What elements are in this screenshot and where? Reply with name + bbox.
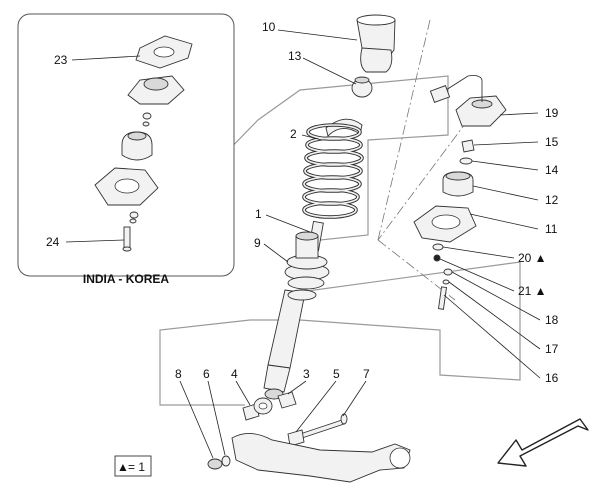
washer-6 — [221, 455, 231, 467]
callout-15: 15 — [545, 135, 559, 149]
callout-21: 21 ▲ — [518, 284, 547, 298]
lead-5 — [295, 380, 337, 433]
lower-eye — [253, 397, 273, 415]
inset-upper-mount — [127, 75, 185, 105]
callout-17: 17 — [545, 342, 559, 356]
inset-nut — [142, 112, 152, 127]
callout-9: 9 — [254, 236, 261, 250]
callout-20: 20 ▲ — [518, 251, 547, 265]
lead-8 — [179, 380, 214, 459]
lead-18 — [451, 271, 541, 321]
axis-line-main — [377, 19, 431, 241]
callout-3: 3 — [303, 367, 310, 381]
bushing-5 — [287, 429, 305, 447]
callout-10: 10 — [262, 20, 276, 34]
lead-23 — [71, 55, 141, 61]
callout-11: 11 — [545, 222, 558, 236]
callout-23: 23 — [54, 53, 68, 67]
callout-8: 8 — [175, 367, 182, 381]
o-ring — [432, 243, 444, 251]
clip — [433, 254, 441, 262]
callout-4: 4 — [231, 367, 238, 381]
inset-washer — [129, 211, 139, 224]
legend-box — [114, 455, 152, 477]
rubber-bump-stop — [442, 171, 474, 197]
lead-9 — [263, 243, 289, 263]
lead-6 — [207, 380, 226, 456]
spring-seat — [284, 231, 330, 301]
lead-19 — [499, 112, 539, 116]
inset-lower-seat — [94, 167, 159, 206]
lead-24 — [65, 239, 125, 243]
lead-20 — [442, 246, 515, 259]
legend-marker: ▲ — [117, 460, 129, 474]
callout-12: 12 — [545, 193, 559, 207]
lead-11 — [469, 213, 539, 230]
lead-1 — [265, 214, 311, 233]
nut — [461, 139, 475, 153]
lower-spring-seat — [413, 205, 477, 243]
inset-top-mount-plate — [135, 35, 193, 69]
dust-boot — [356, 14, 396, 73]
lead-17 — [448, 281, 541, 350]
callout-5: 5 — [333, 367, 340, 381]
lead-15 — [473, 141, 539, 146]
bolt-7 — [299, 413, 348, 439]
lead-12 — [472, 185, 539, 201]
washer-17 — [442, 279, 450, 285]
bump-stop-small — [351, 76, 373, 98]
callout-13: 13 — [288, 49, 302, 63]
legend-text: = 1 — [128, 460, 145, 474]
callout-18: 18 — [545, 313, 559, 327]
bushing-8 — [207, 458, 223, 470]
bolt — [437, 286, 448, 310]
inset-bolt — [122, 226, 132, 252]
bushing-3 — [277, 391, 297, 409]
lead-13 — [302, 57, 357, 85]
lead-21 — [439, 258, 515, 292]
lead-4 — [235, 380, 251, 406]
coil-spring — [302, 118, 364, 219]
callout-16: 16 — [545, 371, 559, 385]
callout-2: 2 — [290, 127, 297, 141]
lead-10 — [277, 29, 358, 41]
inset-bump-stop — [121, 131, 153, 161]
top-mount-with-sensor — [429, 75, 507, 127]
inset-title: INDIA - KOREA — [83, 272, 170, 286]
callout-1: 1 — [255, 207, 262, 221]
lead-14 — [471, 160, 539, 171]
lead-7 — [342, 380, 367, 417]
lead-16 — [443, 294, 541, 379]
lead-3 — [287, 380, 307, 395]
axis-line-right — [377, 119, 469, 241]
washer — [459, 157, 473, 165]
direction-arrow-icon — [497, 418, 589, 467]
callout-7: 7 — [363, 367, 370, 381]
callout-6: 6 — [203, 367, 210, 381]
callout-19: 19 — [545, 106, 559, 120]
lead-2 — [301, 134, 323, 141]
callout-14: 14 — [545, 163, 559, 177]
callout-24: 24 — [46, 235, 60, 249]
lower-arm — [231, 433, 411, 483]
washer-18 — [443, 268, 453, 276]
